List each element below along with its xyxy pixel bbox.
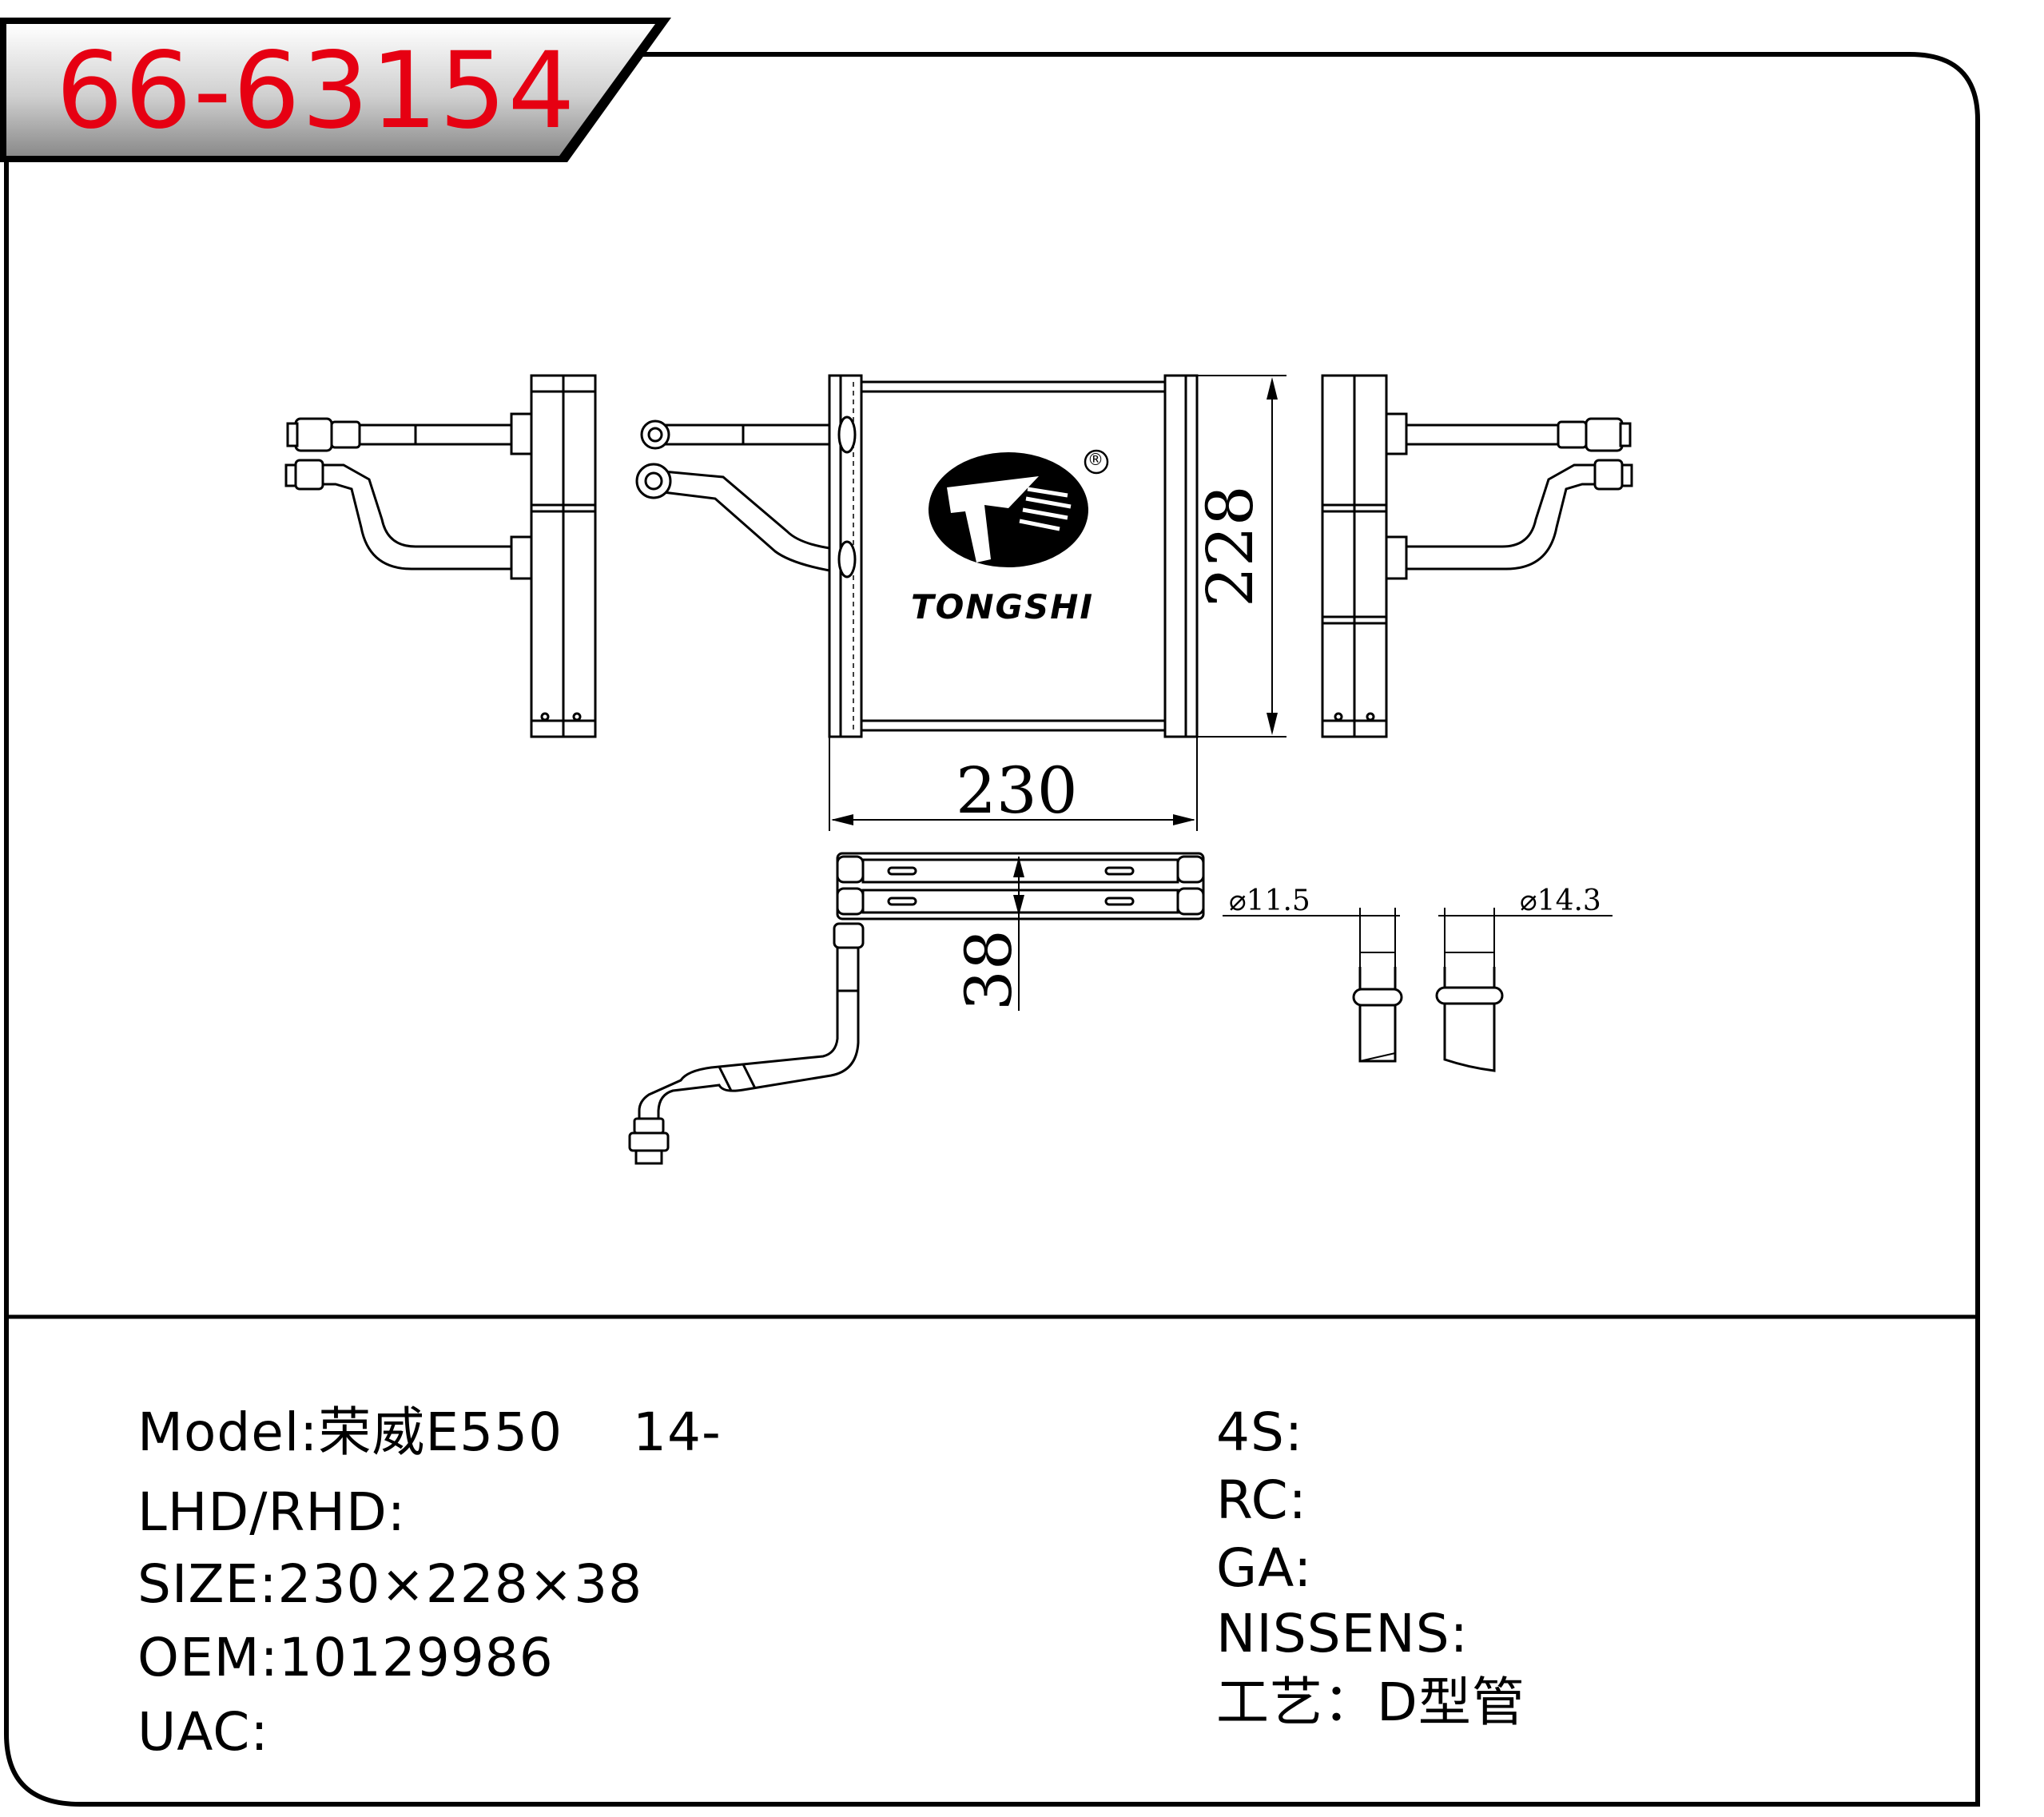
spec-row-ga: GA: bbox=[1216, 1537, 1313, 1599]
part-number: 66-63154 bbox=[56, 30, 577, 153]
pipe-detail-large bbox=[1435, 908, 1613, 1072]
brand-name: TONGSHI bbox=[911, 587, 1095, 626]
top-view bbox=[628, 852, 1205, 1165]
height-dimension bbox=[1197, 375, 1286, 738]
left-side-view bbox=[284, 374, 597, 738]
spec-row-size: SIZE:230×228×38 bbox=[137, 1553, 643, 1615]
spec-row-4s: 4S: bbox=[1216, 1402, 1304, 1463]
width-dimension bbox=[829, 737, 1198, 831]
spec-row-lhd-rhd: LHD/RHD: bbox=[137, 1481, 407, 1543]
pipe-detail-small bbox=[1223, 908, 1403, 1063]
right-side-view bbox=[1321, 374, 1633, 738]
pipe-small-diameter-label: ⌀11.5 bbox=[1229, 885, 1310, 917]
technical-drawing bbox=[284, 374, 1633, 1165]
height-dimension-label: 228 bbox=[1193, 485, 1267, 607]
pipe-large-diameter-label: ⌀14.3 bbox=[1520, 885, 1601, 917]
part-number-tab bbox=[0, 18, 671, 162]
registered-mark: ® bbox=[1088, 450, 1104, 469]
width-dimension-label: 230 bbox=[956, 753, 1078, 828]
spec-row-process: 工艺：D型管 bbox=[1216, 1672, 1525, 1733]
depth-dimension-label: 38 bbox=[952, 929, 1026, 1011]
spec-row-oem: OEM:10129986 bbox=[137, 1627, 554, 1688]
front-view bbox=[635, 374, 1199, 738]
spec-row-model: Model:荣威E550 14- bbox=[137, 1402, 722, 1463]
spec-row-uac: UAC: bbox=[137, 1701, 269, 1763]
spec-row-rc: RC: bbox=[1216, 1469, 1307, 1531]
sheet-border bbox=[4, 52, 1980, 1807]
spec-row-nissens: NISSENS: bbox=[1216, 1603, 1469, 1664]
brand-logo bbox=[929, 449, 1109, 567]
